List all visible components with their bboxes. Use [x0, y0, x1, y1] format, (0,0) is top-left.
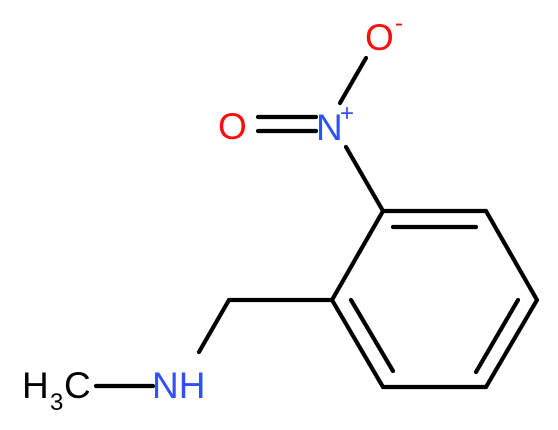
ring-bond-6 — [329, 208, 386, 303]
ring-bond-5 — [329, 297, 386, 390]
ring-bond-5-inner — [348, 297, 396, 374]
ring-bond-2 — [483, 208, 540, 303]
methyl-h-label: H — [22, 365, 49, 406]
oxygen-double-label: O — [218, 106, 247, 147]
methyl-c-label: C — [64, 365, 91, 406]
oxygen-single-charge: - — [395, 10, 403, 37]
oxygen-single-label: O — [365, 17, 394, 58]
ch2-nh-bond — [196, 297, 232, 355]
methyl-subscript: 3 — [50, 389, 63, 416]
n-o-single-bond — [337, 55, 369, 106]
nitro-nitrogen-charge: + — [340, 100, 354, 127]
c-n-nitro-bond — [343, 144, 386, 214]
ring-bond-3 — [483, 297, 540, 390]
amine-label: NH — [152, 365, 205, 406]
nitro-nitrogen-label: N — [316, 107, 343, 148]
ring-bond-3-inner — [473, 297, 521, 375]
